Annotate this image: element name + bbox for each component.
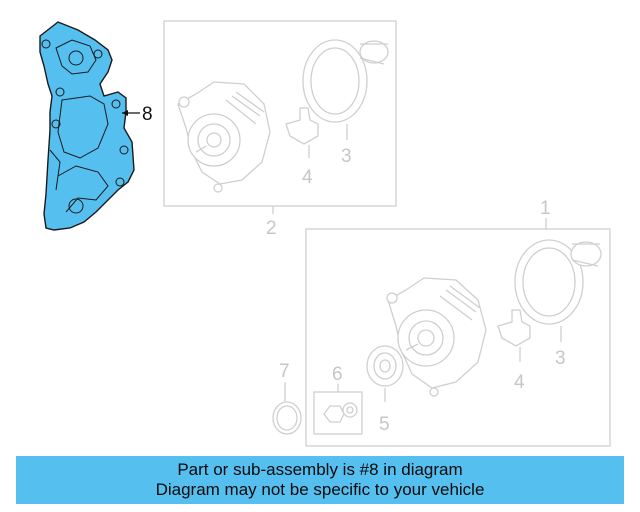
callout-8-arrowhead xyxy=(122,110,128,116)
callout-7: 7 xyxy=(279,361,290,382)
assembly-box-2 xyxy=(163,20,397,207)
info-banner: Part or sub-assembly is #8 in diagram Di… xyxy=(16,456,624,504)
callout-3-top: 3 xyxy=(341,146,352,167)
callout-2: 2 xyxy=(266,218,277,239)
regulator-lower-part-4 xyxy=(497,309,531,347)
callout-3-bottom: 3 xyxy=(555,348,566,369)
assembly-box-1 xyxy=(305,228,611,447)
parts-diagram: 8 2 3 4 1 xyxy=(39,20,611,447)
callout-8: 8 xyxy=(142,104,153,125)
callout-6: 6 xyxy=(332,364,343,385)
pulley-part-5 xyxy=(366,345,404,387)
cover-upper-part-3 xyxy=(302,39,389,123)
regulator-upper-part-4 xyxy=(285,107,319,145)
alternator-lower xyxy=(386,277,487,397)
callout-5: 5 xyxy=(379,414,390,435)
banner-line-1: Part or sub-assembly is #8 in diagram xyxy=(177,460,463,479)
callout-4-bottom: 4 xyxy=(514,372,525,393)
bracket-part-8[interactable] xyxy=(39,21,135,231)
banner-line-2: Diagram may not be specific to your vehi… xyxy=(155,480,485,499)
nut-kit-part-6 xyxy=(323,402,358,423)
alternator-upper xyxy=(177,81,271,193)
callout-1: 1 xyxy=(540,198,551,219)
cover-lower-part-3 xyxy=(514,239,602,325)
callout-4-top: 4 xyxy=(302,167,313,188)
cap-part-7 xyxy=(272,401,302,435)
